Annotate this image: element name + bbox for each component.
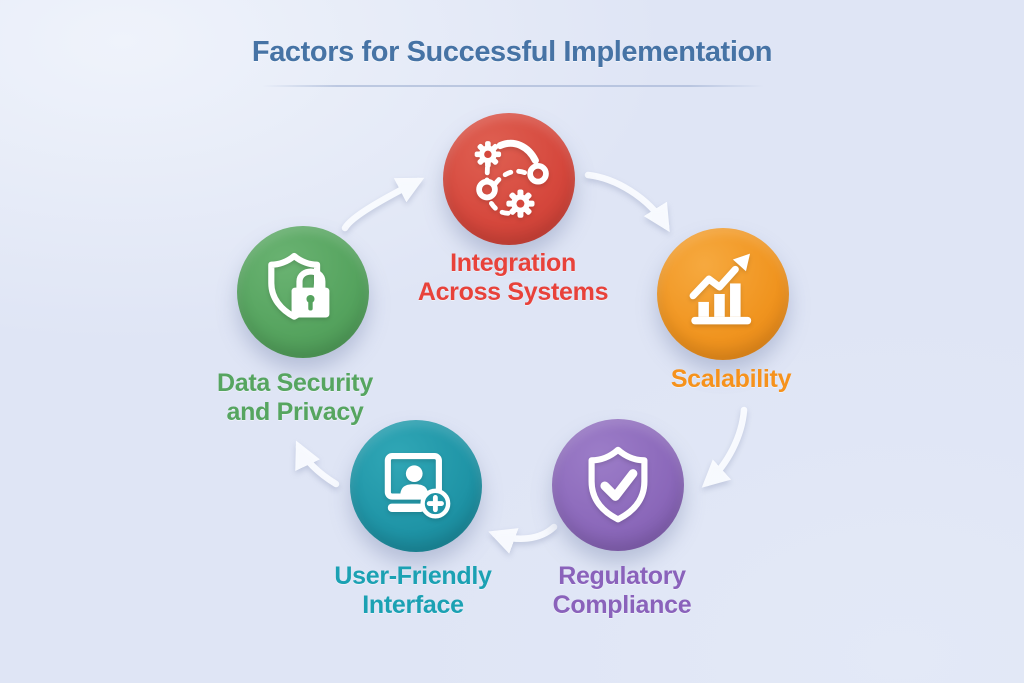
title-divider <box>262 85 764 87</box>
factor-node-integration <box>443 113 575 245</box>
factor-label-line: Across Systems <box>417 278 609 306</box>
factor-label-security: Data Security and Privacy <box>170 369 420 427</box>
factor-node-scalability <box>657 228 789 360</box>
factor-label-line: Scalability <box>670 365 792 393</box>
factor-label-line: Compliance <box>552 591 692 619</box>
shield-check-icon <box>588 446 648 523</box>
flow-arrow-interface-to-security <box>295 440 340 488</box>
factor-label-regulatory: Regulatory Compliance <box>497 562 747 620</box>
flow-arrow-integration-to-scalability <box>584 171 670 233</box>
user-screen-icon <box>384 453 451 519</box>
factor-label-line: Regulatory <box>558 562 686 590</box>
factor-label-line: Interface <box>362 591 464 619</box>
factor-label-line: User-Friendly <box>334 562 492 590</box>
factor-node-interface <box>350 420 482 552</box>
page-title: Factors for Successful Implementation <box>251 36 773 68</box>
gears-integration-icon <box>474 139 549 218</box>
flow-arrow-security-to-integration <box>341 177 425 232</box>
factor-node-security <box>237 226 369 358</box>
factor-label-line: and Privacy <box>226 398 364 426</box>
factor-label-line: Integration <box>450 249 576 277</box>
factor-label-interface: User-Friendly Interface <box>288 562 538 620</box>
shield-lock-icon <box>268 252 330 320</box>
flow-arrow-regulatory-to-interface <box>488 523 558 554</box>
factor-label-scalability: Scalability <box>621 365 841 394</box>
factor-label-integration: Integration Across Systems <box>363 249 663 307</box>
factor-label-line: Data Security <box>217 369 373 397</box>
factor-node-regulatory <box>552 419 684 551</box>
growth-chart-icon <box>689 253 752 325</box>
flow-arrow-scalability-to-regulatory <box>701 406 748 488</box>
